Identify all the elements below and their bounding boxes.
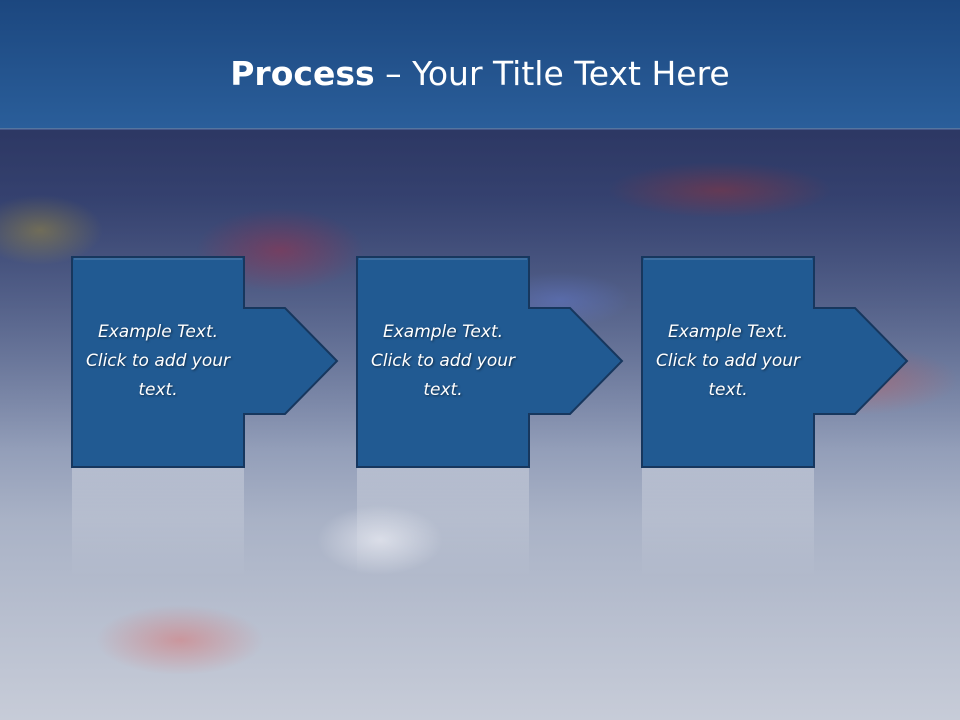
process-step-1[interactable] xyxy=(71,256,339,468)
title-bar: Process – Your Title Text Here xyxy=(0,0,960,129)
step-1-text-box[interactable]: Example Text. Click to add your text. xyxy=(72,257,244,465)
step-1-arrow xyxy=(71,256,339,468)
step-3-arrow xyxy=(641,256,909,468)
process-step-3[interactable] xyxy=(641,256,909,468)
step-1-text: Example Text. Click to add your text. xyxy=(85,321,230,400)
title-rest: – Your Title Text Here xyxy=(374,54,730,93)
step-2-text: Example Text. Click to add your text. xyxy=(370,321,515,400)
step-3-text-box[interactable]: Example Text. Click to add your text. xyxy=(642,257,814,465)
step-3-text: Example Text. Click to add your text. xyxy=(655,321,800,400)
step-2-arrow xyxy=(356,256,624,468)
step-2-text-box[interactable]: Example Text. Click to add your text. xyxy=(357,257,529,465)
title-bold: Process xyxy=(230,54,375,93)
step-reflections xyxy=(72,467,814,577)
process-step-2[interactable] xyxy=(356,256,624,468)
slide-title[interactable]: Process – Your Title Text Here xyxy=(0,52,960,96)
